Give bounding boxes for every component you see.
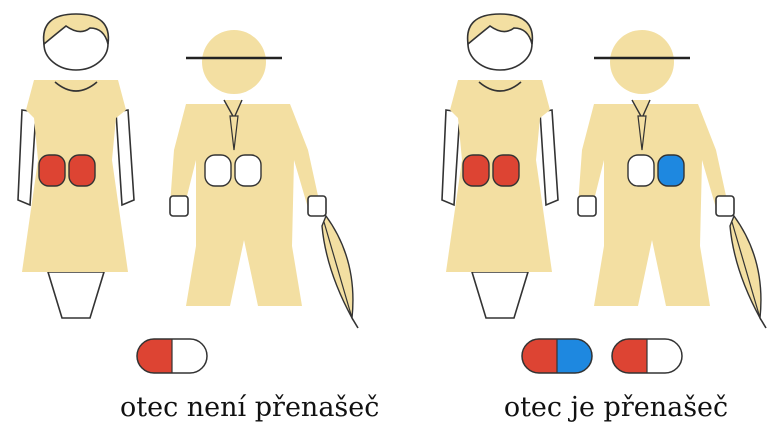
offspring-capsule-healthy: [612, 339, 682, 373]
father-figure: [170, 30, 358, 328]
caption-father-not-carrier: otec není přenašeč: [120, 392, 360, 428]
offspring-capsule: [137, 339, 207, 373]
offspring-capsule-carrier: [522, 339, 592, 373]
caption-father-carrier: otec je přenašeč: [488, 392, 744, 428]
panel-right: [442, 14, 766, 373]
panel-left: [18, 14, 358, 373]
